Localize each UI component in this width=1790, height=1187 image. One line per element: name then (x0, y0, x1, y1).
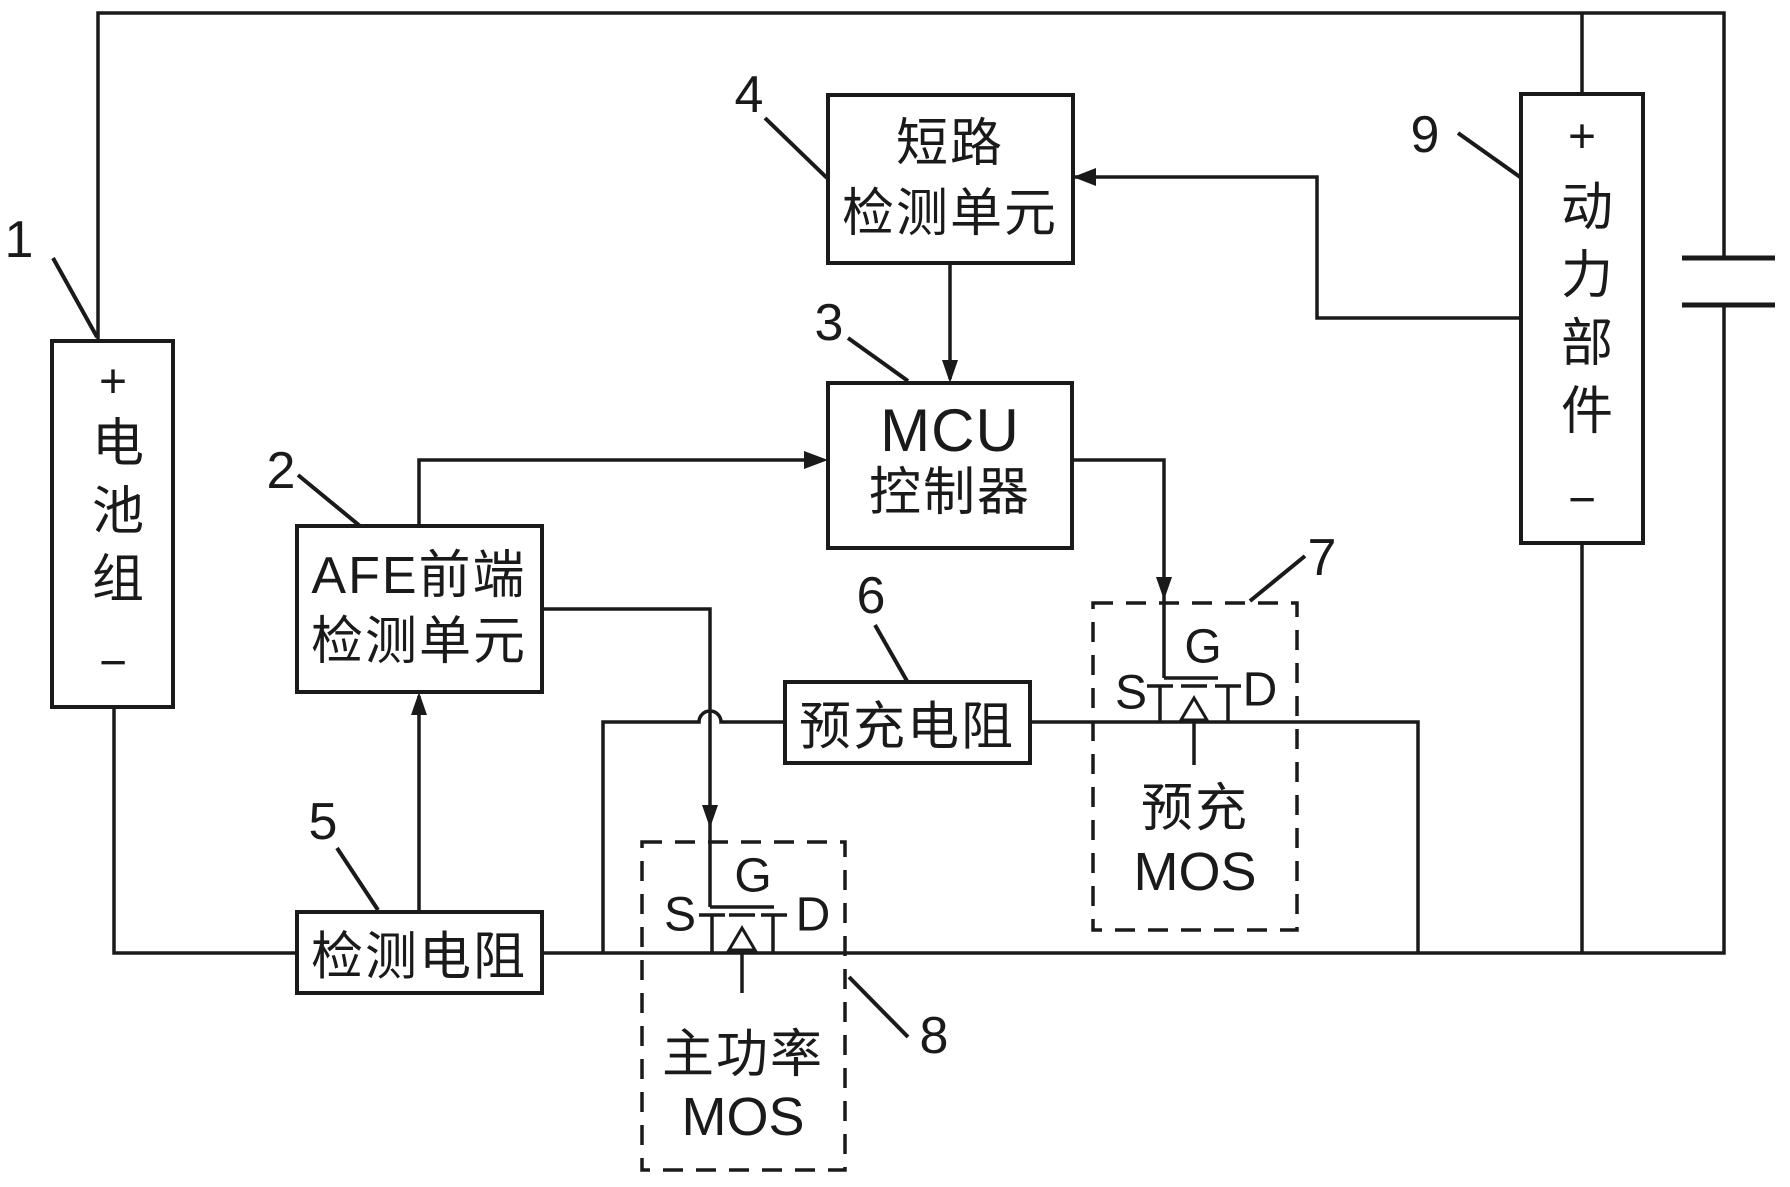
main-mosfet-icon (699, 905, 787, 993)
wire-afe-to-main-gate (542, 607, 712, 907)
leader-9 (1456, 131, 1522, 179)
main-mos-line2: MOS (681, 1087, 805, 1147)
body-arrow-icon (1178, 695, 1210, 722)
arrow-into-shortdetect-icon (1073, 168, 1096, 186)
capacitor-icon (1682, 255, 1775, 308)
wire-bottom-bus-right (542, 305, 1726, 955)
wire-precharge-left-hop (601, 709, 785, 953)
mcu-label: MCU 控制器 (869, 399, 1031, 525)
sense-resistor-box (295, 910, 544, 995)
wire-mcu-to-precharge-gate (1072, 458, 1166, 678)
wire-top-bus (96, 11, 1726, 341)
leader-4 (763, 116, 829, 180)
leader-7 (1248, 554, 1307, 603)
source-drain-stubs (1158, 686, 1230, 722)
ref-number-3: 3 (814, 294, 844, 352)
arrow-into-mcu-left-icon (804, 451, 828, 469)
afe-label: AFE前端 检测单元 (311, 543, 527, 675)
main-mos-drain-label: D (795, 888, 831, 942)
leader-1 (51, 257, 99, 338)
power-unit-minus-sign: − (1567, 473, 1597, 527)
afe-box (295, 524, 544, 694)
wire-afe-to-mcu (417, 458, 806, 526)
precharge-mosfet-icon (1147, 676, 1241, 765)
battery-label: 电池组 (83, 415, 142, 619)
mcu-line1: MCU (880, 397, 1020, 464)
arrowheads (411, 168, 1172, 828)
arrow-into-mcu-top-icon (942, 360, 958, 383)
power-unit-box (1519, 92, 1645, 545)
precharge-resistor-box (783, 680, 1032, 765)
leader-8 (847, 975, 910, 1039)
precharge-mos-drain-label: D (1242, 663, 1278, 717)
ref-number-2: 2 (266, 442, 296, 500)
ref-number-1: 1 (4, 211, 34, 269)
precharge-mos-label: 预充 MOS (1133, 778, 1256, 904)
afe-label-line1: AFE前端 (311, 547, 527, 605)
arrow-into-afe-icon (411, 692, 427, 715)
precharge-mos-box (1091, 601, 1299, 932)
mos-outlines (640, 601, 1299, 1172)
ref-number-5: 5 (308, 793, 338, 851)
sense-resistor-label: 检测电阻 (310, 928, 528, 987)
battery-minus-sign: − (98, 636, 128, 690)
precharge-mos-source-label: S (1114, 666, 1148, 720)
afe-label-line2: 检测单元 (310, 613, 528, 671)
precharge-mos-gate-label: G (1184, 620, 1222, 674)
battery-plus-sign: + (98, 355, 128, 409)
main-mos-source-label: S (663, 888, 697, 942)
leader-6 (873, 624, 909, 682)
leader-3 (846, 336, 910, 383)
main-mos-label: 主功率 MOS (662, 1024, 824, 1148)
main-mos-gate-label: G (734, 849, 772, 903)
mcu-box (826, 381, 1074, 550)
leader-lines (51, 116, 1522, 1039)
wire-bottom-bus-left (112, 707, 297, 955)
ref-number-4: 4 (734, 66, 764, 124)
main-mos-box (640, 840, 847, 1172)
main-mos-line1: 主功率 (661, 1026, 825, 1084)
leader-5 (335, 846, 380, 912)
battery-box (50, 339, 175, 709)
short-circuit-detect-label: 短路 检测单元 (842, 109, 1058, 249)
arrow-into-main-mos-icon (702, 805, 718, 828)
short-detect-line2: 检测单元 (841, 185, 1059, 243)
ref-number-8: 8 (919, 1007, 949, 1065)
precharge-mos-line2: MOS (1133, 842, 1257, 902)
wire-short-detect-feed (1073, 175, 1521, 320)
ref-number-7: 7 (1307, 529, 1337, 587)
power-unit-label: 动力部件 (1552, 179, 1611, 451)
ref-number-6: 6 (856, 567, 886, 625)
block-outlines (50, 92, 1645, 995)
body-arrow-icon (726, 925, 758, 952)
leader-2 (296, 473, 362, 528)
ref-number-9: 9 (1410, 106, 1440, 164)
precharge-resistor-label: 预充电阻 (798, 698, 1016, 757)
arrow-into-precharge-mos-icon (1156, 577, 1172, 600)
source-drain-stubs (710, 915, 775, 953)
mcu-line2: 控制器 (868, 464, 1032, 522)
short-detect-line1: 短路 (895, 115, 1005, 173)
power-unit-plus-sign: + (1567, 110, 1597, 164)
wire-set (96, 11, 1726, 955)
precharge-mos-line1: 预充 (1140, 780, 1250, 838)
short-circuit-detect-box (826, 93, 1075, 265)
